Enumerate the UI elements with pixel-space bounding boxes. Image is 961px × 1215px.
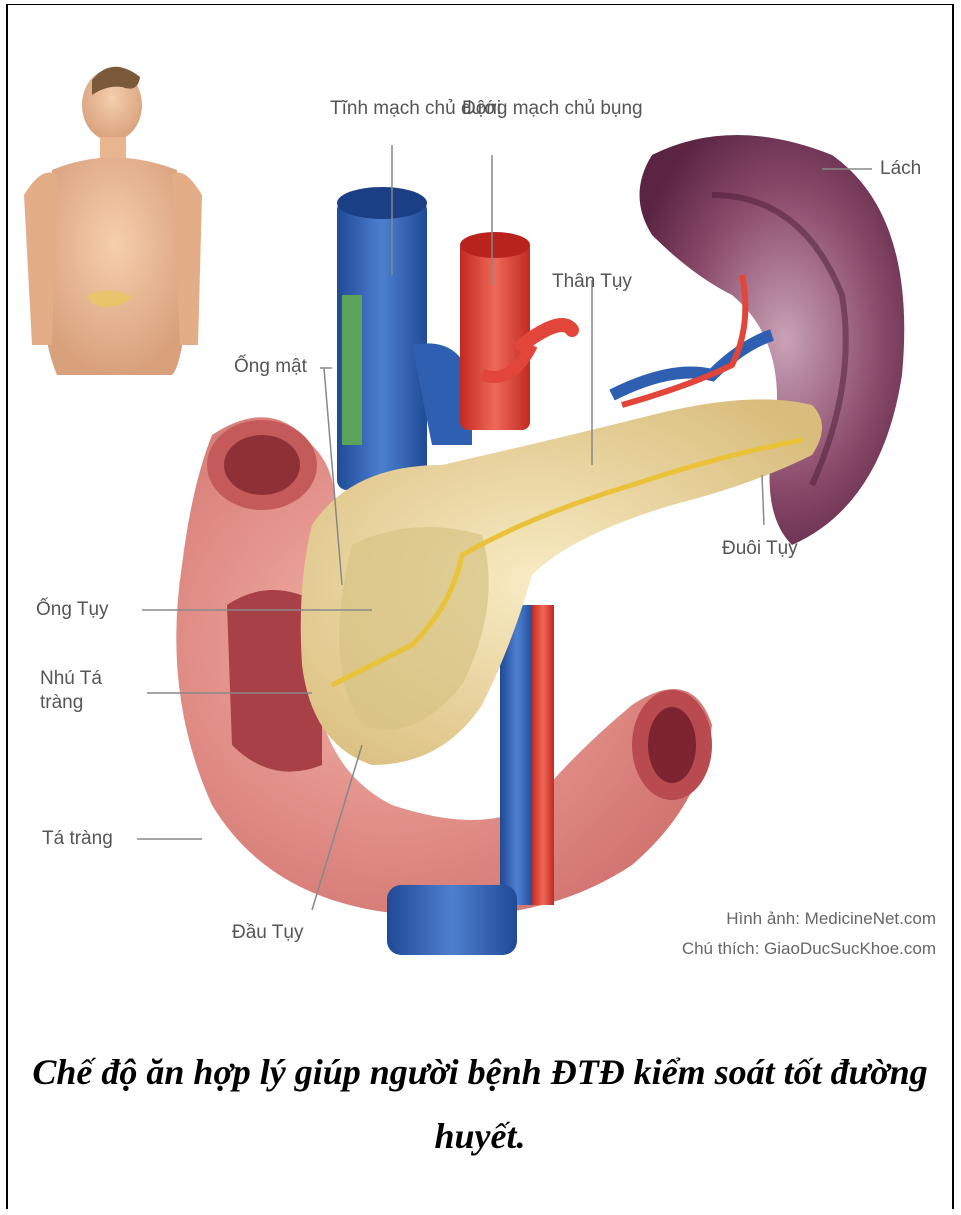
pancreas-anatomy-diagram: Tĩnh mạch chủ dưới Động mạch chủ bụng Lá…	[12, 45, 944, 1005]
label-bile-duct: Ống mật	[234, 355, 307, 379]
caption-credit: Chú thích: GiaoDucSucKhoe.com	[682, 935, 936, 963]
label-aorta: Động mạch chủ bụng	[462, 97, 643, 121]
aorta-illustration	[460, 232, 572, 430]
label-duodenum: Tá tràng	[42, 827, 113, 851]
vena-cava-illustration	[337, 187, 472, 490]
label-spleen: Lách	[880, 157, 921, 181]
image-credit: Hình ảnh: MedicineNet.com	[726, 905, 936, 933]
label-pancreatic-duct: Ống Tụy	[36, 598, 109, 622]
figure-caption: Chế độ ăn hợp lý giúp người bệnh ĐTĐ kiể…	[30, 1040, 930, 1168]
label-pancreas-head: Đầu Tụy	[232, 921, 303, 945]
label-pancreas-body: Thân Tụy	[552, 270, 632, 294]
label-pancreas-tail: Đuôi Tụy	[722, 537, 798, 561]
torso-illustration	[24, 67, 202, 375]
label-duodenal-papilla: Nhú Tá tràng	[40, 667, 150, 715]
